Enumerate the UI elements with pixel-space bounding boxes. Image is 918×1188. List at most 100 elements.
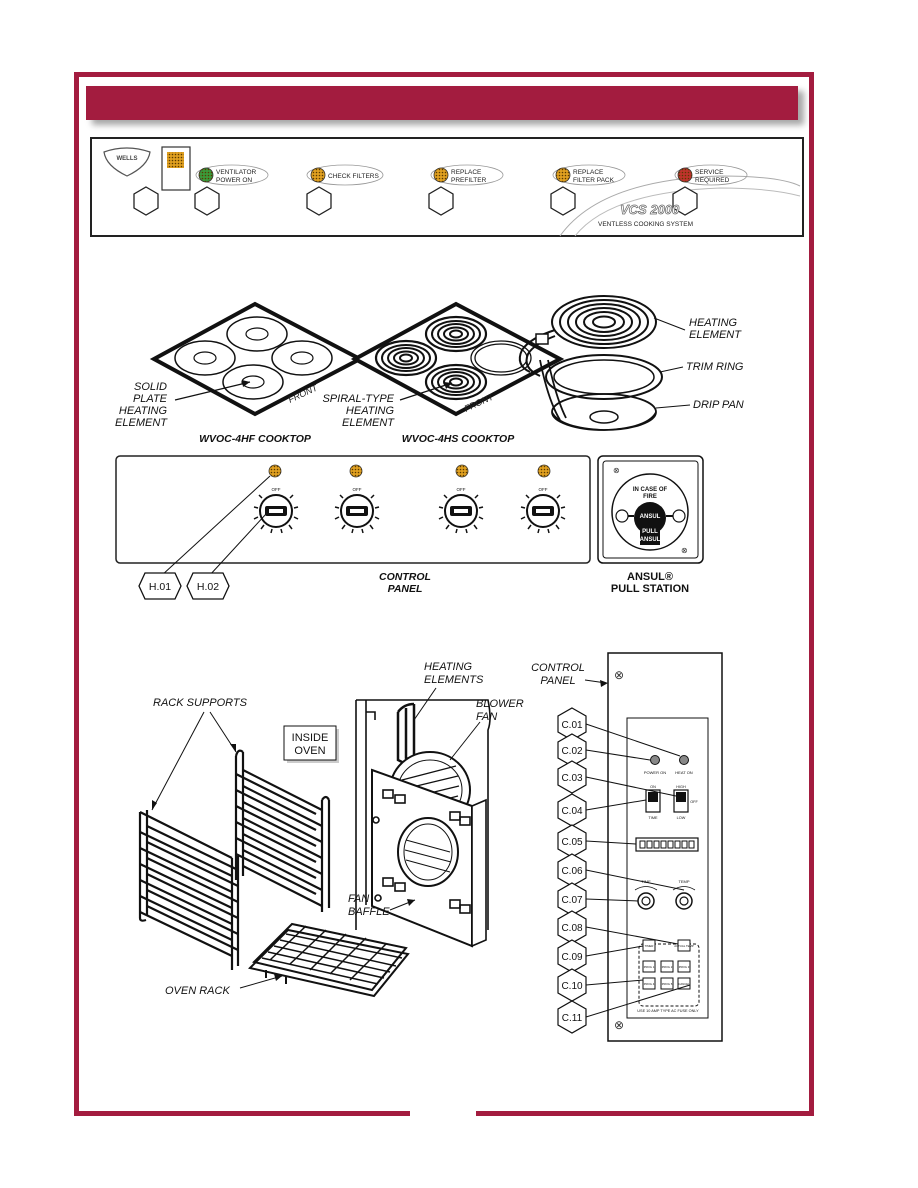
- indicator-replace-filter-pack: REPLACE FILTER PACK: [552, 164, 626, 186]
- hex-callout-blank: [672, 186, 698, 216]
- ansul-pull-station: IN CASE OF FIRE ANSUL PULL ANSUL ⊗ ⊗ ANS…: [597, 455, 704, 595]
- svg-text:PREFILTER: PREFILTER: [451, 177, 487, 184]
- svg-text:POWER ON: POWER ON: [216, 177, 252, 184]
- vcs-brand-subtitle: VENTLESS COOKING SYSTEM: [598, 221, 693, 228]
- svg-text:FAN: FAN: [476, 711, 497, 723]
- svg-text:FILTER PACK: FILTER PACK: [573, 177, 615, 184]
- svg-text:POWER ON: POWER ON: [644, 770, 666, 775]
- svg-text:C.04: C.04: [561, 806, 583, 817]
- heating-elements-label: HEATING: [424, 661, 473, 673]
- svg-text:LOW: LOW: [677, 816, 686, 820]
- oven-control-title: CONTROL: [531, 662, 585, 674]
- svg-text:C.10: C.10: [561, 981, 583, 992]
- svg-text:ELEMENTS: ELEMENTS: [424, 674, 484, 686]
- rack-supports-label: RACK SUPPORTS: [153, 697, 248, 709]
- svg-text:SOLID: SOLID: [134, 381, 167, 393]
- svg-text:TEMP: TEMP: [678, 879, 689, 884]
- burner-knob-4: OFF: [520, 487, 566, 534]
- svg-text:VENTILATOR: VENTILATOR: [216, 169, 257, 176]
- svg-text:PLATE: PLATE: [133, 393, 168, 405]
- hex-callout-blank: [194, 186, 220, 216]
- svg-text:H.01: H.01: [149, 581, 171, 593]
- svg-text:PROG 1: PROG 1: [644, 965, 655, 969]
- svg-text:C.08: C.08: [561, 923, 583, 934]
- hex-callout-blank: [550, 186, 576, 216]
- svg-text:PULL: PULL: [642, 529, 658, 535]
- callout-h01: H.01: [138, 572, 182, 600]
- svg-text:HEATING: HEATING: [689, 317, 738, 329]
- svg-text:HEATING: HEATING: [346, 405, 395, 417]
- page-frame-bottom-left: [74, 1111, 410, 1116]
- svg-text:PANEL: PANEL: [388, 583, 423, 595]
- svg-text:PANEL: PANEL: [540, 675, 575, 687]
- fan-baffle-label: FAN: [348, 893, 369, 905]
- svg-text:ELEMENT: ELEMENT: [689, 329, 742, 341]
- callout-h02: H.02: [186, 572, 230, 600]
- svg-text:C.05: C.05: [561, 837, 583, 848]
- svg-text:ELEMENT: ELEMENT: [115, 417, 168, 429]
- svg-text:⊗: ⊗: [613, 466, 620, 475]
- svg-text:CHECK FILTERS: CHECK FILTERS: [328, 173, 379, 180]
- svg-text:REPLACE: REPLACE: [451, 169, 482, 176]
- svg-text:H.02: H.02: [197, 581, 219, 593]
- indicator-service-required: SERVICE REQUIRED: [674, 164, 748, 186]
- oven-rack-label: OVEN RACK: [165, 985, 230, 997]
- cooktop-hs: FRONT SPIRAL-TYPE HEATING ELEMENT WVOC-4…: [322, 301, 565, 445]
- title-bar: [86, 86, 798, 120]
- svg-text:CANCEL: CANCEL: [678, 982, 690, 986]
- page-frame-bottom-right: [476, 1111, 814, 1116]
- indicator-replace-prefilter: REPLACE PREFILTER: [430, 164, 504, 186]
- svg-text:⊗: ⊗: [614, 1018, 624, 1032]
- svg-text:DRIP PAN: DRIP PAN: [693, 399, 744, 411]
- rack-supports: [138, 749, 331, 970]
- svg-text:SERVICE: SERVICE: [695, 169, 724, 176]
- page-frame-right: [809, 72, 814, 1116]
- svg-text:C.09: C.09: [561, 952, 583, 963]
- svg-text:BAFFLE: BAFFLE: [348, 906, 390, 918]
- oven-rack: [248, 922, 410, 998]
- svg-text:ELEMENT: ELEMENT: [342, 417, 395, 429]
- svg-text:PROG 4: PROG 4: [644, 982, 655, 986]
- burner-knob-1: OFF: [253, 487, 299, 534]
- exploded-heating-element: HEATING ELEMENT TRIM RING DRIP PAN: [518, 295, 744, 431]
- svg-text:C.07: C.07: [561, 895, 583, 906]
- svg-text:HEATING: HEATING: [119, 405, 168, 417]
- vcs-brand-title: VCS 2000: [620, 202, 680, 217]
- svg-text:HIGH: HIGH: [676, 785, 686, 789]
- svg-text:C.03: C.03: [561, 773, 583, 784]
- svg-text:ANSUL: ANSUL: [640, 537, 661, 543]
- svg-text:IN CASE OF: IN CASE OF: [633, 487, 668, 493]
- burner-knob-3: OFF: [438, 487, 484, 534]
- svg-text:OFF: OFF: [690, 800, 698, 804]
- svg-text:USE 10 AMP TYPE AC FUSE ONLY: USE 10 AMP TYPE AC FUSE ONLY: [637, 1009, 699, 1013]
- svg-text:OFF: OFF: [272, 487, 281, 492]
- hf-cooktop-title: WVOC-4HF COOKTOP: [199, 433, 312, 445]
- svg-text:TIME: TIME: [648, 816, 658, 820]
- svg-text:ACTUAL TEMP: ACTUAL TEMP: [674, 944, 694, 948]
- burner-knob-2: OFF: [334, 487, 380, 534]
- svg-text:PROG 5: PROG 5: [662, 982, 673, 986]
- vcs-panel: WELLS VENTILATOR POWER ON CHECK FILTERS: [90, 137, 804, 237]
- page-frame-top: [74, 72, 814, 77]
- svg-text:PROG 3: PROG 3: [679, 965, 690, 969]
- hex-callout-blank: [133, 186, 159, 216]
- svg-text:ANSUL: ANSUL: [640, 514, 661, 520]
- svg-text:INSIDE: INSIDE: [292, 732, 329, 744]
- svg-text:OFF: OFF: [353, 487, 362, 492]
- oven-control-panel: CONTROL PANEL ⊗ ⊗ POWER ON HEAT ON ON TI…: [531, 652, 723, 1042]
- svg-text:⊗: ⊗: [681, 546, 688, 555]
- hex-callout-blank: [306, 186, 332, 216]
- wells-logo: WELLS: [103, 147, 151, 177]
- svg-text:PULL STATION: PULL STATION: [611, 583, 689, 595]
- svg-text:C.06: C.06: [561, 866, 583, 877]
- indicator-check-filters: CHECK FILTERS: [306, 164, 384, 186]
- blower-fan-label: BLOWER: [476, 698, 524, 710]
- svg-text:ON: ON: [650, 785, 656, 789]
- svg-text:OVEN: OVEN: [294, 745, 325, 757]
- cooktop-hf: FRONT SOLID PLATE HEATING ELEMENT WVOC-4…: [115, 301, 365, 445]
- ansul-caption: ANSUL®: [627, 571, 673, 583]
- svg-text:C.11: C.11: [562, 1013, 583, 1024]
- indicator-ventilator-power-on: VENTILATOR POWER ON: [195, 164, 269, 186]
- fan-assembly: [355, 699, 491, 948]
